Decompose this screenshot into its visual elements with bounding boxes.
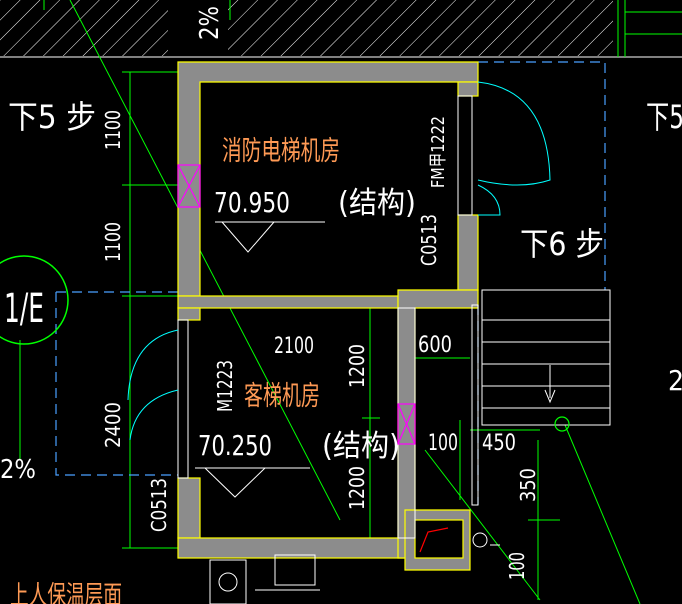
slope-label-top: 2% [195, 6, 225, 40]
section-markers [195, 221, 325, 498]
room-note-fire-elevator: (结构) [338, 186, 416, 221]
axis-label: 1/E [4, 286, 44, 332]
dimension-1100-lower: 1100 [101, 222, 125, 262]
dimension-2400: 2400 [101, 402, 125, 448]
bottom-fixtures [209, 532, 500, 604]
bottom-label: 上人保温层面 [10, 581, 122, 604]
dimension-1100-upper: 1100 [101, 110, 125, 150]
dimension-1200-lower: 1200 [345, 466, 369, 510]
roof-hatch-strip [0, 0, 682, 58]
opening-code-lower: C0513 [147, 478, 171, 532]
axis-bubble: 1/E [0, 255, 69, 345]
door-code-fm: FM甲1222 [428, 116, 449, 188]
dimension-100-mid: 100 [428, 431, 458, 456]
dimension-1200-upper: 1200 [345, 344, 369, 388]
room-note-passenger-elevator: (结构) [322, 429, 400, 464]
dimension-450: 450 [482, 431, 516, 456]
walls [177, 61, 479, 571]
step-label-right: 下5 [646, 98, 682, 136]
red-mark [419, 527, 449, 553]
room-elevation-fire-elevator: 70.950 [214, 186, 290, 219]
stair-marker [554, 416, 570, 432]
opening-code-upper: C0513 [417, 214, 441, 266]
step-label-middle: 下6 步 [520, 225, 604, 263]
dimension-100-bottom: 100 [505, 552, 529, 580]
step-label-left: 下5 步 [8, 98, 96, 136]
elevator-marks [177, 164, 416, 445]
room-name-passenger-elevator: 客梯机房 [244, 381, 320, 412]
edge-number: 2 [668, 364, 682, 397]
stairs [481, 289, 611, 426]
dimension-600: 600 [418, 333, 452, 358]
dimension-2100: 2100 [274, 334, 314, 359]
room-elevation-passenger-elevator: 70.250 [198, 429, 272, 462]
dimension-350: 350 [516, 468, 540, 502]
door-code-m: M1223 [213, 360, 237, 412]
room-name-fire-elevator: 消防电梯机房 [222, 136, 340, 167]
slope-label-left: 2% [0, 455, 36, 485]
door-swings [127, 81, 551, 441]
